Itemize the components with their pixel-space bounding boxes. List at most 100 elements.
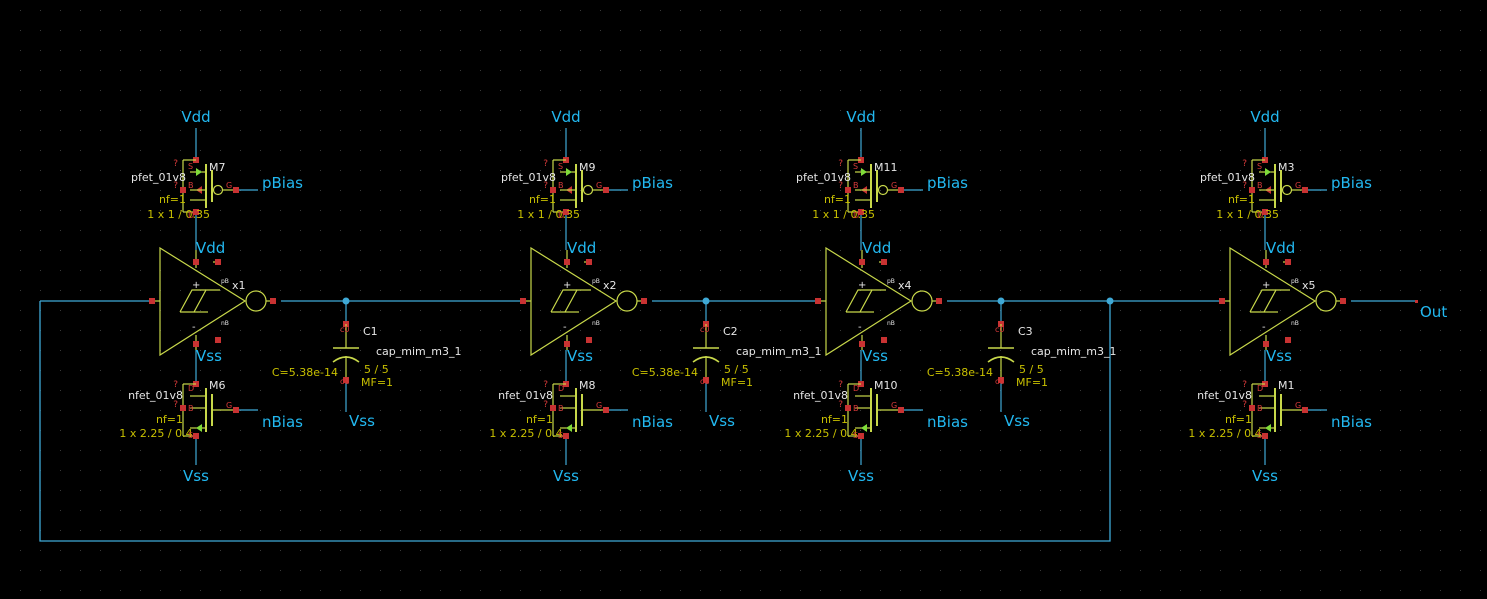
grid-dot [660,230,661,231]
grid-dot [1180,250,1181,251]
inv-input-pin[interactable] [815,298,821,304]
pfet-gate-pin[interactable] [898,187,904,193]
pfet-gate-pin[interactable] [603,187,609,193]
inv-nb-pin[interactable] [215,337,221,343]
inv-vss-pin[interactable] [193,341,199,347]
grid-dot [680,50,681,51]
grid-dot [980,410,981,411]
grid-dot [1380,110,1381,111]
grid-dot [500,450,501,451]
nfet-source-pin[interactable] [858,433,864,439]
grid-dot [1440,490,1441,491]
grid-dot [960,390,961,391]
grid-dot [1040,350,1041,351]
inv-vss-pin[interactable] [1263,341,1269,347]
nfet-gate-pin[interactable] [1302,407,1308,413]
grid-dot [220,550,221,551]
inv-vss-pin[interactable] [859,341,865,347]
grid-dot [800,490,801,491]
feedback-loop-wire[interactable] [39,301,1111,542]
inv-vdd-pin[interactable] [564,259,570,265]
nfet-bulk-pin[interactable] [180,405,186,411]
inv-nb-pin[interactable] [1285,337,1291,343]
grid-dot [140,390,141,391]
nfet-source-pin[interactable] [1262,433,1268,439]
cap-c1-pin[interactable] [998,377,1004,383]
grid-dot [660,350,661,351]
grid-dot [760,410,761,411]
grid-dot [640,470,641,471]
pfet-drain-pin[interactable] [858,209,864,215]
inv-input-pin[interactable] [520,298,526,304]
pfet-gate-pin[interactable] [233,187,239,193]
grid-dot [1380,530,1381,531]
inv-vdd-pin[interactable] [193,259,199,265]
grid-dot [60,530,61,531]
grid-dot [980,230,981,231]
inv-input-pin[interactable] [149,298,155,304]
grid-dot [240,490,241,491]
grid-dot [1160,390,1161,391]
nfet-gate-pin[interactable] [233,407,239,413]
grid-dot [540,90,541,91]
inv-pb-pin[interactable] [881,259,887,265]
grid-dot [660,430,661,431]
inv-output-pin[interactable] [270,298,276,304]
nfet-bulk-pin[interactable] [845,405,851,411]
grid-dot [1260,370,1261,371]
pfet-drain-pin[interactable] [1262,209,1268,215]
grid-dot [1380,90,1381,91]
out-pin[interactable] [1415,300,1418,303]
pfet-bulk-pin[interactable] [550,187,556,193]
grid-dot [360,290,361,291]
grid-dot [1460,130,1461,131]
inv-nb-pin[interactable] [881,337,887,343]
net-label-out[interactable]: Out [1420,303,1447,321]
nfet-gate-pin[interactable] [898,407,904,413]
inv-vdd-pin[interactable] [1263,259,1269,265]
inv-input-pin[interactable] [1219,298,1225,304]
cap-c1-pin[interactable] [343,377,349,383]
inv-vss-pin[interactable] [564,341,570,347]
grid-dot [620,490,621,491]
grid-dot [100,330,101,331]
grid-dot [80,370,81,371]
inv-pb-pin[interactable] [1285,259,1291,265]
grid-dot [860,250,861,251]
grid-dot [720,210,721,211]
nfet-source-pin[interactable] [563,433,569,439]
grid-dot [580,570,581,571]
grid-dot [1020,230,1021,231]
nfet-gate-pin[interactable] [603,407,609,413]
inv-output-pin[interactable] [641,298,647,304]
grid-dot [1340,470,1341,471]
inv-vdd-pin[interactable] [859,259,865,265]
grid-dot [500,590,501,591]
grid-dot [80,190,81,191]
nfet-bulk-pin[interactable] [1249,405,1255,411]
pfet-bulk-pin[interactable] [180,187,186,193]
nfet-bulk-pin[interactable] [550,405,556,411]
grid-dot [980,330,981,331]
grid-dot [1020,390,1021,391]
inv-output-pin[interactable] [936,298,942,304]
inv-pb-pin[interactable] [215,259,221,265]
grid-dot [1060,470,1061,471]
grid-dot [820,230,821,231]
grid-dot [660,190,661,191]
pfet-drain-pin[interactable] [193,209,199,215]
pfet-bulk-pin[interactable] [1249,187,1255,193]
grid-dot [320,370,321,371]
pfet-bulk-pin[interactable] [845,187,851,193]
pfet-gate-pin[interactable] [1302,187,1308,193]
grid-dot [1440,590,1441,591]
inv-output-pin[interactable] [1340,298,1346,304]
inv-pb-pin[interactable] [586,259,592,265]
pfet-drain-pin[interactable] [563,209,569,215]
grid-dot [440,190,441,191]
cap-c1-pin[interactable] [703,377,709,383]
nfet-source-pin[interactable] [193,433,199,439]
inv-nb-pin[interactable] [586,337,592,343]
grid-dot [1360,10,1361,11]
